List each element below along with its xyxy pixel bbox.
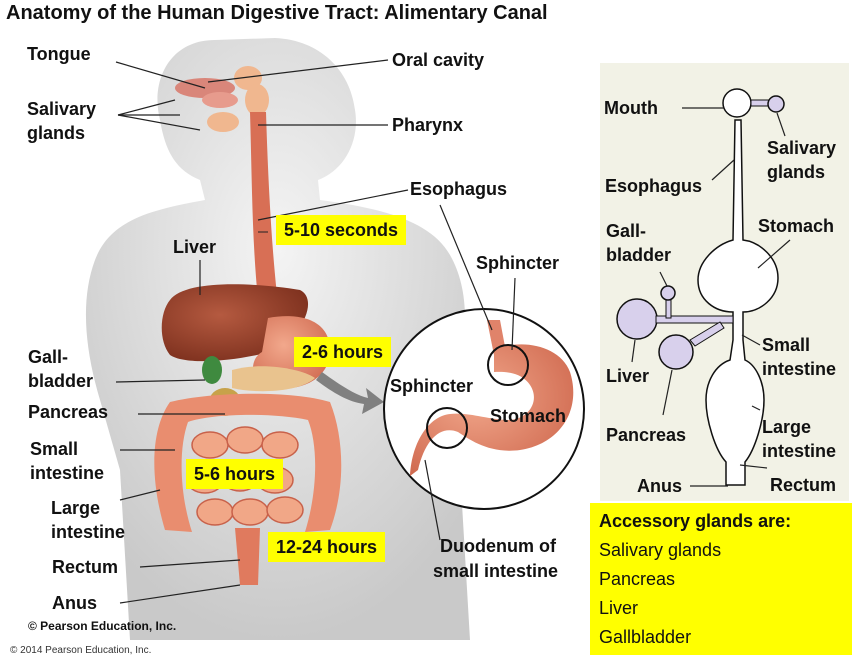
schematic-gallbladder-1: Gall- [606,221,647,241]
label-gallbladder-1: Gall- [28,347,69,367]
label-tongue: Tongue [27,44,91,64]
label-salivary-2: glands [27,123,86,143]
label-large-intestine-2: intestine [51,522,126,542]
schematic-liver: Liver [606,366,650,386]
label-sphincter-bottom: Sphincter [390,376,474,396]
label-rectum: Rectum [52,557,119,577]
accessory-item: Pancreas [599,569,676,589]
label-sphincter-top: Sphincter [476,253,560,273]
label-large-intestine-1: Large [51,498,101,518]
accessory-item: Salivary glands [599,540,722,560]
label-pancreas: Pancreas [28,402,109,422]
leader-lines [115,59,516,604]
accessory-glands-box: Accessory glands are: Salivary glands Pa… [590,503,852,655]
schematic-large-intestine-1: Large [762,417,812,437]
schematic-anus: Anus [637,476,682,496]
label-oral-cavity: Oral cavity [392,50,485,70]
label-pharynx: Pharynx [392,115,464,135]
label-esophagus: Esophagus [410,179,508,199]
label-small-intestine-1: Small [30,439,79,459]
label-salivary-1: Salivary [27,99,97,119]
gallbladder-organ [202,356,222,384]
schematic-esophagus: Esophagus [605,176,703,196]
label-small-intestine-2: intestine [30,463,105,483]
schematic-rectum: Rectum [770,475,837,495]
accessory-glands-title: Accessory glands are: [599,511,792,531]
schematic-leaders [631,107,791,487]
schematic-stomach: Stomach [758,216,835,236]
copyright-small: © 2014 Pearson Education, Inc. [10,645,152,656]
schematic-gallbladder-2: bladder [606,245,672,265]
time-large-intestine: 12-24 hours [268,532,386,562]
inset-arrow [316,372,384,414]
schematic-large-intestine-2: intestine [762,441,837,461]
schematic-pancreas: Pancreas [606,425,687,445]
schematic-small-intestine-2: intestine [762,359,837,379]
esophagus-tube [250,112,280,320]
time-esophagus: 5-10 seconds [276,215,407,245]
accessory-item: Liver [599,598,639,618]
schematic-salivary-1: Salivary [767,138,837,158]
label-duodenum-1: Duodenum of [440,536,556,556]
copyright: © Pearson Education, Inc. [28,619,177,633]
label-duodenum-2: small intestine [433,561,559,581]
schematic-tract [697,119,779,486]
schematic-mouth: Mouth [604,98,658,118]
label-anus: Anus [52,593,97,613]
time-small-intestine: 5-6 hours [186,459,284,489]
rectum-organ [235,528,260,585]
schematic-salivary-2: glands [767,162,826,182]
schematic-panel [600,63,849,501]
time-stomach: 2-6 hours [294,337,392,367]
pancreas-organ [232,366,315,392]
label-gallbladder-2: bladder [28,371,94,391]
label-liver: Liver [173,237,217,257]
accessory-item: Gallbladder [599,627,692,647]
large-intestine-organ [154,393,342,532]
schematic-small-intestine-1: Small [762,335,811,355]
page-title: Anatomy of the Human Digestive Tract: Al… [6,2,548,24]
label-inset-stomach: Stomach [490,406,567,426]
